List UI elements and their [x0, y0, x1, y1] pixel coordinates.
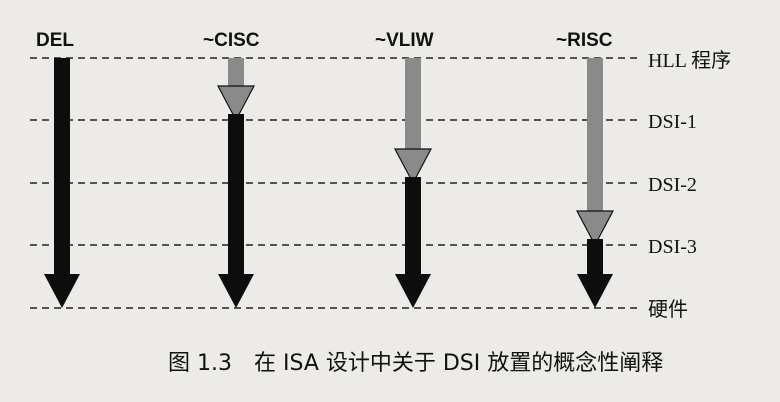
- gray-arrow-head-vliw: [394, 148, 432, 185]
- black-arrow-head-risc: [577, 274, 613, 308]
- column-label-cisc: ~CISC: [203, 30, 260, 51]
- column-arrows: [44, 58, 614, 308]
- level-label-hll: HLL 程序: [648, 49, 731, 72]
- column-label-risc: ~RISC: [556, 30, 613, 51]
- gray-arrow-head-risc: [576, 210, 614, 247]
- level-label-dsi-1: DSI-1: [648, 111, 697, 133]
- black-arrow-head-vliw: [395, 274, 431, 308]
- black-arrow-shaft-risc: [587, 239, 603, 276]
- column-label-vliw: ~VLIW: [375, 30, 434, 51]
- level-label-dsi-2: DSI-2: [648, 174, 697, 196]
- level-label-dsi-3: DSI-3: [648, 236, 697, 258]
- black-arrow-shaft-del: [54, 58, 70, 276]
- gray-arrow-shaft-vliw: [405, 58, 421, 151]
- level-dashed-lines: [30, 57, 640, 309]
- level-label-hardware: 硬件: [648, 298, 688, 321]
- column-label-del: DEL: [36, 30, 74, 51]
- black-arrow-head-del: [44, 274, 80, 308]
- gray-arrow-shaft-cisc: [228, 58, 244, 88]
- gray-arrow-head-cisc: [217, 85, 255, 122]
- figure-caption: 图 1.3 在 ISA 设计中关于 DSI 放置的概念性阐释: [168, 351, 663, 376]
- gray-arrow-shaft-risc: [587, 58, 603, 213]
- black-arrow-shaft-vliw: [405, 177, 421, 276]
- black-arrow-shaft-cisc: [228, 114, 244, 276]
- black-arrow-head-cisc: [218, 274, 254, 308]
